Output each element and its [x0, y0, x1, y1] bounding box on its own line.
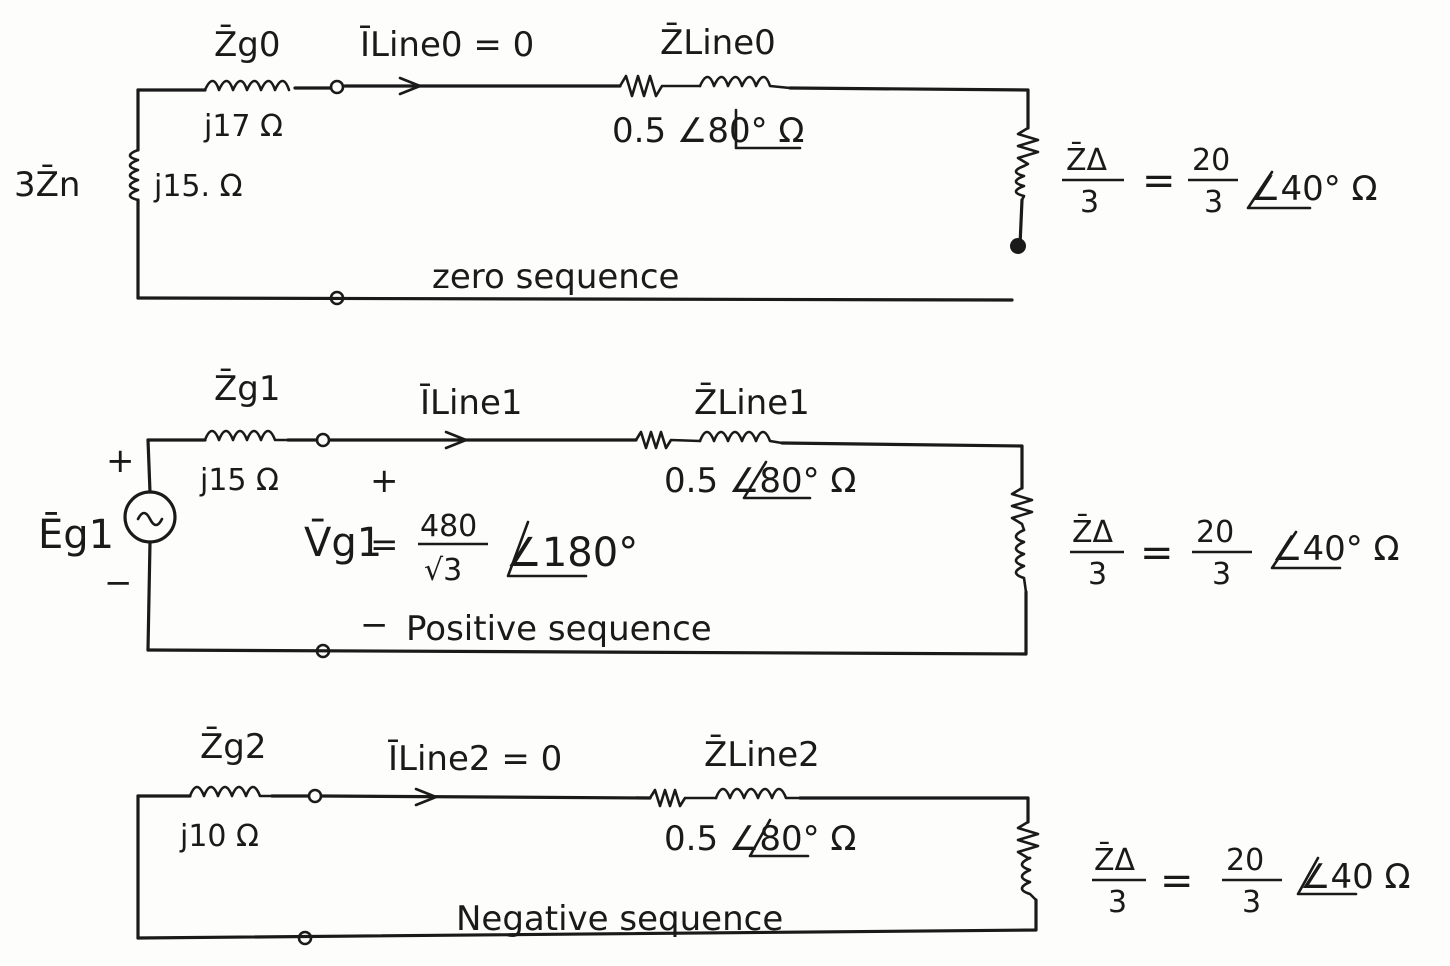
positive-top-wire-right	[780, 441, 1024, 490]
negative-line-angle-bar	[748, 818, 810, 858]
positive-za-numerator: Z̄Δ	[1072, 514, 1114, 550]
positive-minus-sign: −	[104, 563, 133, 603]
negative-zg-label: Z̄g2	[200, 726, 267, 767]
negative-za-value-numerator: 20	[1226, 843, 1264, 878]
positive-caption: Positive sequence	[406, 609, 712, 649]
zero-right-wire	[1018, 198, 1024, 247]
positive-load-angle-bar	[1270, 530, 1342, 570]
zero-load-terminal-dot	[1010, 238, 1026, 254]
zero-gen-inductor	[203, 79, 291, 92]
zero-zline-label: Z̄Line0	[660, 22, 776, 63]
positive-vg-equals: =	[370, 525, 399, 565]
negative-top-wire-right	[798, 796, 1030, 824]
negative-za-equals: =	[1160, 858, 1194, 904]
positive-zg-label: Z̄g1	[214, 368, 281, 409]
negative-load-inductor	[1020, 856, 1038, 902]
positive-load-inductor	[1014, 528, 1028, 594]
positive-left-wire-bottom	[146, 540, 152, 652]
zero-bottom-node-marker	[329, 290, 345, 306]
positive-iline-label: ĪLine1	[420, 383, 523, 423]
zero-top-wire-right	[788, 86, 1030, 130]
positive-ac-source	[123, 490, 177, 544]
zero-za-value-denominator: 3	[1204, 185, 1223, 220]
positive-za-equals: =	[1140, 530, 1174, 576]
negative-za-angle: ∠40 Ω	[1300, 857, 1411, 897]
negative-bottom-node-marker	[297, 930, 313, 946]
positive-sequence-network: Z̄g1 j15 Ω ĪLine1 Z̄Line1 0.5 ∠80° Ω + Ē…	[38, 368, 1400, 659]
negative-zg-value: j10 Ω	[179, 819, 259, 854]
positive-za-denominator: 3	[1088, 557, 1107, 592]
zero-line-resistor	[618, 74, 702, 98]
zero-node-marker	[329, 79, 345, 95]
zero-za-numerator: Z̄Δ	[1066, 142, 1108, 178]
positive-zline-value: 0.5 ∠80° Ω	[664, 461, 856, 501]
zero-load-inductor	[1014, 164, 1026, 202]
positive-vg-minus-sign: −	[360, 605, 389, 645]
zero-load-angle-bar	[1246, 170, 1312, 210]
positive-line-resistor	[634, 430, 702, 450]
zero-zg-label: Z̄g0	[214, 24, 281, 65]
negative-load-angle-bar	[1296, 856, 1358, 896]
positive-vg-plus-sign: +	[370, 461, 399, 501]
negative-current-arrow	[414, 787, 438, 807]
positive-bottom-node-marker	[315, 643, 331, 659]
positive-line-inductor	[698, 430, 784, 445]
positive-line-angle-bar	[742, 460, 812, 500]
zero-top-wire-mid	[293, 84, 622, 90]
negative-za-value-denominator: 3	[1242, 885, 1261, 920]
negative-node-marker	[307, 788, 323, 804]
positive-vg-denominator: √3	[424, 553, 462, 588]
positive-left-wire-top	[146, 438, 152, 494]
positive-gen-inductor	[203, 429, 290, 442]
positive-za-angle: ∠40° Ω	[1272, 529, 1400, 569]
zero-line-inductor	[698, 75, 792, 90]
negative-zline-label: Z̄Line2	[704, 734, 820, 775]
negative-zline-value: 0.5 ∠80° Ω	[664, 819, 856, 859]
zero-caption: zero sequence	[432, 257, 679, 297]
positive-load-resistor	[1010, 486, 1034, 532]
zero-load-resistor	[1016, 126, 1040, 168]
negative-sequence-network: Z̄g2 j10 Ω ĪLine2 = 0 Z̄Line2 0.5 ∠80° Ω…	[136, 726, 1411, 946]
positive-za-value-numerator: 20	[1196, 515, 1234, 550]
zero-za-denominator: 3	[1080, 185, 1099, 220]
negative-line-resistor	[648, 788, 718, 808]
zero-za-equals: =	[1142, 158, 1176, 204]
positive-vg-angle: ∠180°	[506, 530, 638, 576]
positive-bottom-wire	[146, 590, 1028, 656]
positive-vg-label: V̄g1	[304, 518, 382, 566]
negative-caption: Negative sequence	[456, 899, 783, 939]
negative-top-wire-mid	[270, 794, 652, 800]
negative-bottom-wire	[136, 898, 1038, 940]
negative-gen-inductor	[188, 785, 274, 798]
positive-node-marker	[315, 432, 331, 448]
positive-current-arrow	[444, 430, 468, 450]
negative-iline-label: ĪLine2 = 0	[388, 739, 562, 779]
positive-za-value-denominator: 3	[1212, 557, 1231, 592]
positive-source-label: Ēg1	[38, 511, 114, 558]
zero-iline-label: ĪLine0 = 0	[360, 25, 534, 65]
zero-za-value-numerator: 20	[1192, 143, 1230, 178]
zero-za-angle: ∠40° Ω	[1250, 169, 1378, 209]
positive-vg-angle-bar	[506, 520, 588, 578]
negative-za-denominator: 3	[1108, 885, 1127, 920]
zero-zline-value: 0.5 ∠80° Ω	[612, 111, 804, 151]
zero-bottom-wire	[136, 296, 1014, 302]
zero-sequence-network: Z̄g0 j17 Ω ĪLine0 = 0 Z̄Line0 0.5 ∠80° Ω…	[14, 22, 1378, 306]
negative-load-resistor	[1016, 820, 1040, 860]
positive-vg-numerator: 480	[420, 509, 477, 544]
zero-zn-value: j15. Ω	[153, 169, 243, 204]
zero-line-angle-bar	[734, 108, 802, 150]
zero-zn-label: 3Z̄n	[14, 164, 80, 205]
zero-current-arrow	[398, 76, 422, 96]
zero-zg-value: j17 Ω	[203, 109, 283, 144]
positive-ac-source-sine	[136, 511, 164, 527]
positive-zline-label: Z̄Line1	[694, 382, 810, 423]
negative-line-inductor	[714, 787, 802, 800]
zero-neutral-inductor	[128, 148, 140, 202]
positive-zg-value: j15 Ω	[199, 463, 279, 498]
positive-plus-sign: +	[106, 441, 135, 481]
negative-za-numerator: Z̄Δ	[1094, 842, 1136, 878]
